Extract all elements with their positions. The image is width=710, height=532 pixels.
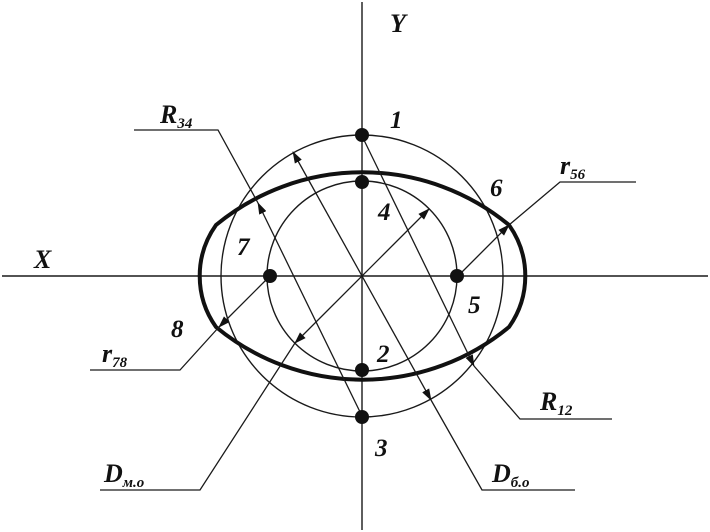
y-axis-label: Y <box>390 9 408 38</box>
point-1-dot <box>355 128 369 142</box>
point-5-label: 5 <box>468 292 481 319</box>
point-8-label: 8 <box>171 316 184 343</box>
leader-dmo <box>100 342 296 491</box>
leader-r78 <box>90 326 220 371</box>
point-1-label: 1 <box>390 107 403 134</box>
label-r78: r78 <box>102 339 128 371</box>
point-6-label: 6 <box>490 175 503 202</box>
leader-dbo <box>430 399 575 491</box>
radius-r78-line <box>218 275 271 328</box>
radius-r34-line <box>257 202 363 417</box>
point-5-dot <box>450 269 464 283</box>
point-3-label: 3 <box>374 435 388 462</box>
label-dbo: Dб.о <box>491 459 530 491</box>
x-axis-label: X <box>33 245 52 274</box>
leader-r12 <box>473 365 612 420</box>
label-r56: r56 <box>560 151 586 183</box>
point-3-dot <box>355 410 369 424</box>
point-2-dot <box>355 363 369 377</box>
point-7-label: 7 <box>237 234 251 261</box>
radius-r12-line <box>361 135 475 367</box>
label-dmo: Dм.о <box>103 459 144 491</box>
leader-r34 <box>134 129 259 204</box>
radius-r56-line <box>457 224 510 277</box>
point-2-label: 2 <box>376 341 390 368</box>
point-4-dot <box>355 175 369 189</box>
label-r34: R34 <box>159 100 193 132</box>
point-7-dot <box>263 269 277 283</box>
label-r12: R12 <box>539 387 573 419</box>
point-4-label: 4 <box>377 199 391 226</box>
diameter-small-line <box>294 208 430 344</box>
leader-r56 <box>508 181 636 226</box>
